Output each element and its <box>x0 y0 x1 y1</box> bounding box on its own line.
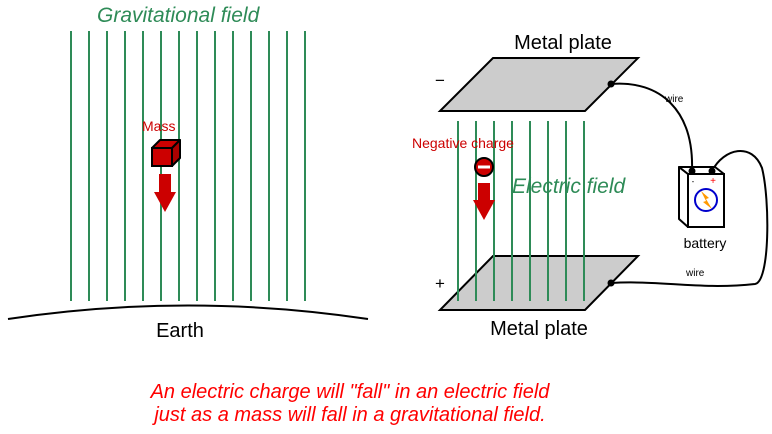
wire-top <box>610 82 694 172</box>
bottom-plate-terminal <box>607 279 615 287</box>
wire-bottom-label: wire <box>685 268 705 279</box>
top-plate-sign: − <box>435 71 445 90</box>
top-plate-terminal <box>607 80 615 88</box>
bottom-plate-label: Metal plate <box>490 318 588 340</box>
gravity-panel: Gravitational field Mass Earth <box>7 4 369 342</box>
caption-line-2: just as a mass will fall in a gravitatio… <box>151 404 545 426</box>
electric-field-label: Electric field <box>512 175 627 198</box>
earth-surface <box>7 304 369 320</box>
mass-cube-icon <box>151 139 181 167</box>
gravity-field-lines <box>70 31 306 301</box>
battery-label: battery <box>684 235 727 251</box>
caption-line-1: An electric charge will "fall" in an ele… <box>150 381 551 403</box>
bottom-plate-sign: + <box>435 274 445 293</box>
wire-bottom <box>610 150 769 287</box>
electric-field-lines <box>457 121 585 301</box>
battery-icon <box>678 166 725 228</box>
wire-top-label: wire <box>664 94 684 105</box>
top-metal-plate <box>437 57 641 112</box>
mass-fall-arrow-icon <box>154 174 176 212</box>
battery-neg-terminal-label: - <box>692 177 695 186</box>
negative-charge-label: Negative charge <box>412 135 514 151</box>
negative-charge-icon <box>474 157 494 177</box>
earth-label: Earth <box>156 320 204 342</box>
gravity-field-title: Gravitational field <box>97 4 261 27</box>
electric-panel: Metal plate − Negative charge Electric f… <box>412 32 769 340</box>
charge-fall-arrow-icon <box>473 183 495 220</box>
battery-pos-terminal-label: + <box>710 176 716 187</box>
top-plate-label: Metal plate <box>514 32 612 54</box>
mass-label: Mass <box>142 118 175 134</box>
